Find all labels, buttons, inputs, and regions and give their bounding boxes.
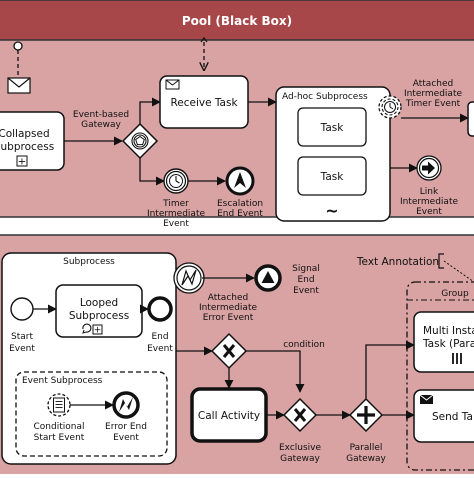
- attached-error-event[interactable]: [173, 262, 205, 294]
- group-label: Group: [441, 289, 469, 299]
- attached-timer-event[interactable]: [378, 95, 402, 119]
- plus-icon: +: [94, 326, 102, 336]
- send-task-label: Send Ta: [432, 411, 473, 423]
- event-gateway-label-2: Gateway: [81, 120, 121, 130]
- escalation-label-1: Escalation: [217, 199, 263, 209]
- attached-error-label-3: Error Event: [203, 313, 254, 323]
- plus-icon: +: [18, 157, 26, 168]
- looped-label-2: Subprocess: [69, 310, 129, 322]
- looped-subprocess[interactable]: Looped Subprocess +: [55, 284, 143, 338]
- exclusive-gateway-lower[interactable]: [282, 397, 318, 433]
- receive-task[interactable]: Receive Task: [159, 75, 249, 129]
- parallel-label-2: Gateway: [346, 454, 386, 464]
- error-end-event[interactable]: [112, 391, 140, 419]
- start-event[interactable]: [10, 297, 34, 321]
- adhoc-task-2: [297, 156, 367, 196]
- link-label-3: Event: [416, 207, 442, 217]
- timer-label-1: Timer: [162, 199, 189, 209]
- link-label-2: Intermediate: [400, 197, 459, 207]
- call-activity-label: Call Activity: [198, 410, 260, 422]
- adhoc-task-1-label: Task: [320, 122, 345, 134]
- end-event[interactable]: [147, 296, 173, 322]
- condition-label: condition: [283, 340, 325, 350]
- start-label-1: Start: [11, 332, 33, 342]
- attached-timer-label-1: Attached: [413, 79, 453, 89]
- adhoc-subprocess[interactable]: Ad-hoc Subprocess Task Task ~: [275, 86, 391, 222]
- end-label-2: Event: [147, 344, 173, 354]
- attached-timer-label-3: Timer Event: [405, 99, 461, 109]
- subprocess-title: Subprocess: [63, 257, 115, 267]
- conditional-start-event[interactable]: [47, 393, 71, 417]
- timer-label-2: Intermediate: [147, 209, 206, 219]
- adhoc-task-1: [297, 107, 367, 147]
- parallel-label-1: Parallel: [350, 443, 383, 453]
- timer-intermediate-event[interactable]: [163, 168, 189, 194]
- collapsed-label-2: Subprocess: [0, 141, 54, 153]
- parallel-gateway[interactable]: [348, 397, 384, 433]
- error-end-label-2: Event: [113, 433, 139, 443]
- collapsed-label-1: Collapsed: [0, 128, 50, 140]
- text-annotation: Text Annotation: [356, 253, 474, 283]
- escalation-label-2: End Event: [217, 209, 263, 219]
- collapsed-subprocess[interactable]: Collapsed Subprocess +: [0, 111, 65, 171]
- link-label-1: Link: [420, 187, 439, 197]
- adhoc-tilde-icon: ~: [325, 201, 338, 220]
- signal-label-3: Event: [293, 286, 319, 296]
- call-activity[interactable]: Call Activity: [190, 387, 268, 443]
- start-label-2: Event: [9, 344, 35, 354]
- attached-timer-label-2: Intermediate: [404, 89, 463, 99]
- multi-instance-label-2: Task (Para: [422, 338, 474, 350]
- escalation-end-event[interactable]: [225, 166, 255, 196]
- timer-label-3: Event: [163, 219, 189, 229]
- exclusive-label-2: Gateway: [280, 454, 320, 464]
- text-annotation-label: Text Annotation: [356, 256, 439, 268]
- event-subprocess[interactable]: Event Subprocess: [15, 371, 168, 457]
- adhoc-title: Ad-hoc Subprocess: [282, 92, 368, 102]
- event-subprocess-title: Event Subprocess: [22, 376, 103, 386]
- signal-label-2: End: [297, 275, 314, 285]
- attached-error-label-2: Intermediate: [199, 303, 258, 313]
- error-end-label-1: Error End: [105, 422, 147, 432]
- send-task[interactable]: Send Ta: [413, 389, 474, 443]
- attached-error-label-1: Attached: [208, 293, 248, 303]
- signal-end-event[interactable]: [254, 264, 282, 292]
- offscreen-task: [467, 101, 474, 137]
- looped-label-1: Looped: [80, 297, 118, 309]
- message-icon: [7, 77, 31, 94]
- conditional-label-2: Start Event: [34, 433, 85, 443]
- event-gateway-label-1: Event-based: [73, 110, 129, 120]
- receive-task-label: Receive Task: [170, 97, 238, 109]
- adhoc-task-2-label: Task: [320, 171, 345, 183]
- loop-icon: [82, 323, 92, 333]
- multi-instance-label-1: Multi Insta: [423, 325, 474, 337]
- signal-label-1: Signal: [292, 264, 320, 274]
- link-intermediate-event[interactable]: [416, 155, 442, 181]
- exclusive-label-1: Exclusive: [279, 443, 322, 453]
- conditional-label-1: Conditional: [34, 422, 85, 432]
- multi-instance-task[interactable]: Multi Insta Task (Para: [413, 311, 474, 373]
- pool-title: Pool (Black Box): [182, 14, 292, 28]
- parallel-marker-icon: [452, 353, 462, 364]
- end-label-1: End: [151, 332, 168, 342]
- group: Group: [406, 281, 474, 471]
